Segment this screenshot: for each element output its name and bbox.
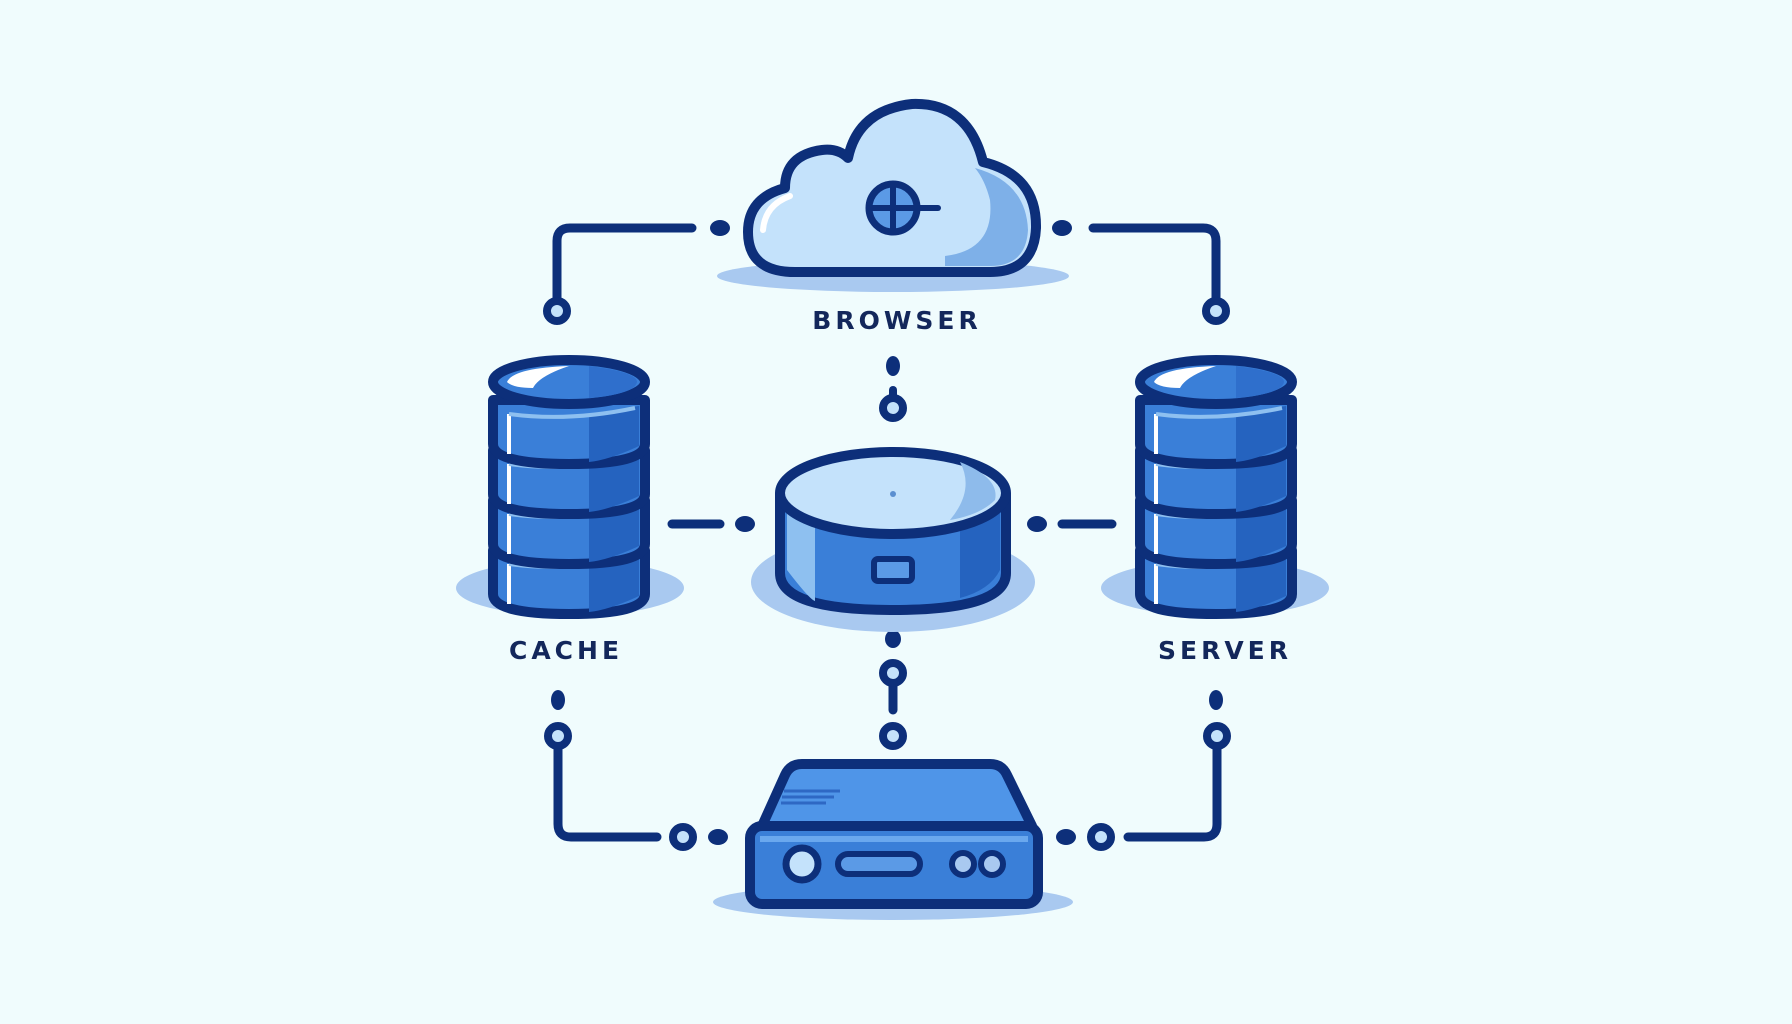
connector-dot bbox=[885, 630, 901, 648]
server-label: SERVER bbox=[1157, 636, 1293, 665]
connector-dot bbox=[1027, 516, 1047, 532]
cache-node[interactable] bbox=[456, 355, 684, 619]
connector-ring bbox=[1091, 827, 1111, 847]
connector-cache-router bbox=[553, 740, 662, 842]
database-disk bbox=[1135, 395, 1297, 469]
database-lid bbox=[488, 355, 650, 409]
hub-node[interactable] bbox=[751, 447, 1035, 632]
database-stack-icon bbox=[1135, 355, 1297, 619]
power-button-icon bbox=[782, 844, 822, 884]
router-node[interactable] bbox=[713, 759, 1073, 920]
connector-dot bbox=[735, 516, 755, 532]
connector-dot bbox=[1056, 829, 1076, 845]
drive-slot-icon bbox=[835, 851, 923, 877]
connector-dot bbox=[708, 829, 728, 845]
connector-browser-cache bbox=[552, 223, 697, 305]
database-stack-icon bbox=[488, 355, 650, 619]
connector-router-server bbox=[1123, 740, 1222, 842]
database-disk bbox=[488, 395, 650, 469]
connector-ring bbox=[548, 726, 568, 746]
browser-node[interactable] bbox=[717, 98, 1069, 292]
connector-ring bbox=[673, 827, 693, 847]
connector-dot bbox=[551, 690, 565, 710]
connector-dot bbox=[1052, 220, 1072, 236]
hub-puck-icon bbox=[775, 447, 1011, 616]
status-light-icon bbox=[978, 850, 1006, 878]
cache-label: CACHE bbox=[508, 636, 624, 665]
connector-dot bbox=[710, 220, 730, 236]
router-device-icon bbox=[745, 759, 1043, 909]
connector-ring bbox=[1207, 726, 1227, 746]
connector-browser-server bbox=[1088, 223, 1221, 305]
hub-port-icon bbox=[871, 556, 915, 584]
status-light-icon bbox=[949, 850, 977, 878]
database-lid bbox=[1135, 355, 1297, 409]
connector-dot bbox=[1209, 690, 1223, 710]
connector-ring bbox=[883, 726, 903, 746]
connector-dot bbox=[886, 356, 900, 376]
connector-ring bbox=[547, 301, 567, 321]
connector-ring bbox=[1206, 301, 1226, 321]
connector-ring bbox=[883, 663, 903, 683]
server-node[interactable] bbox=[1101, 355, 1329, 619]
cloud-globe-icon bbox=[743, 98, 1042, 277]
connector-ring bbox=[883, 398, 903, 418]
browser-label: BROWSER bbox=[812, 306, 982, 335]
